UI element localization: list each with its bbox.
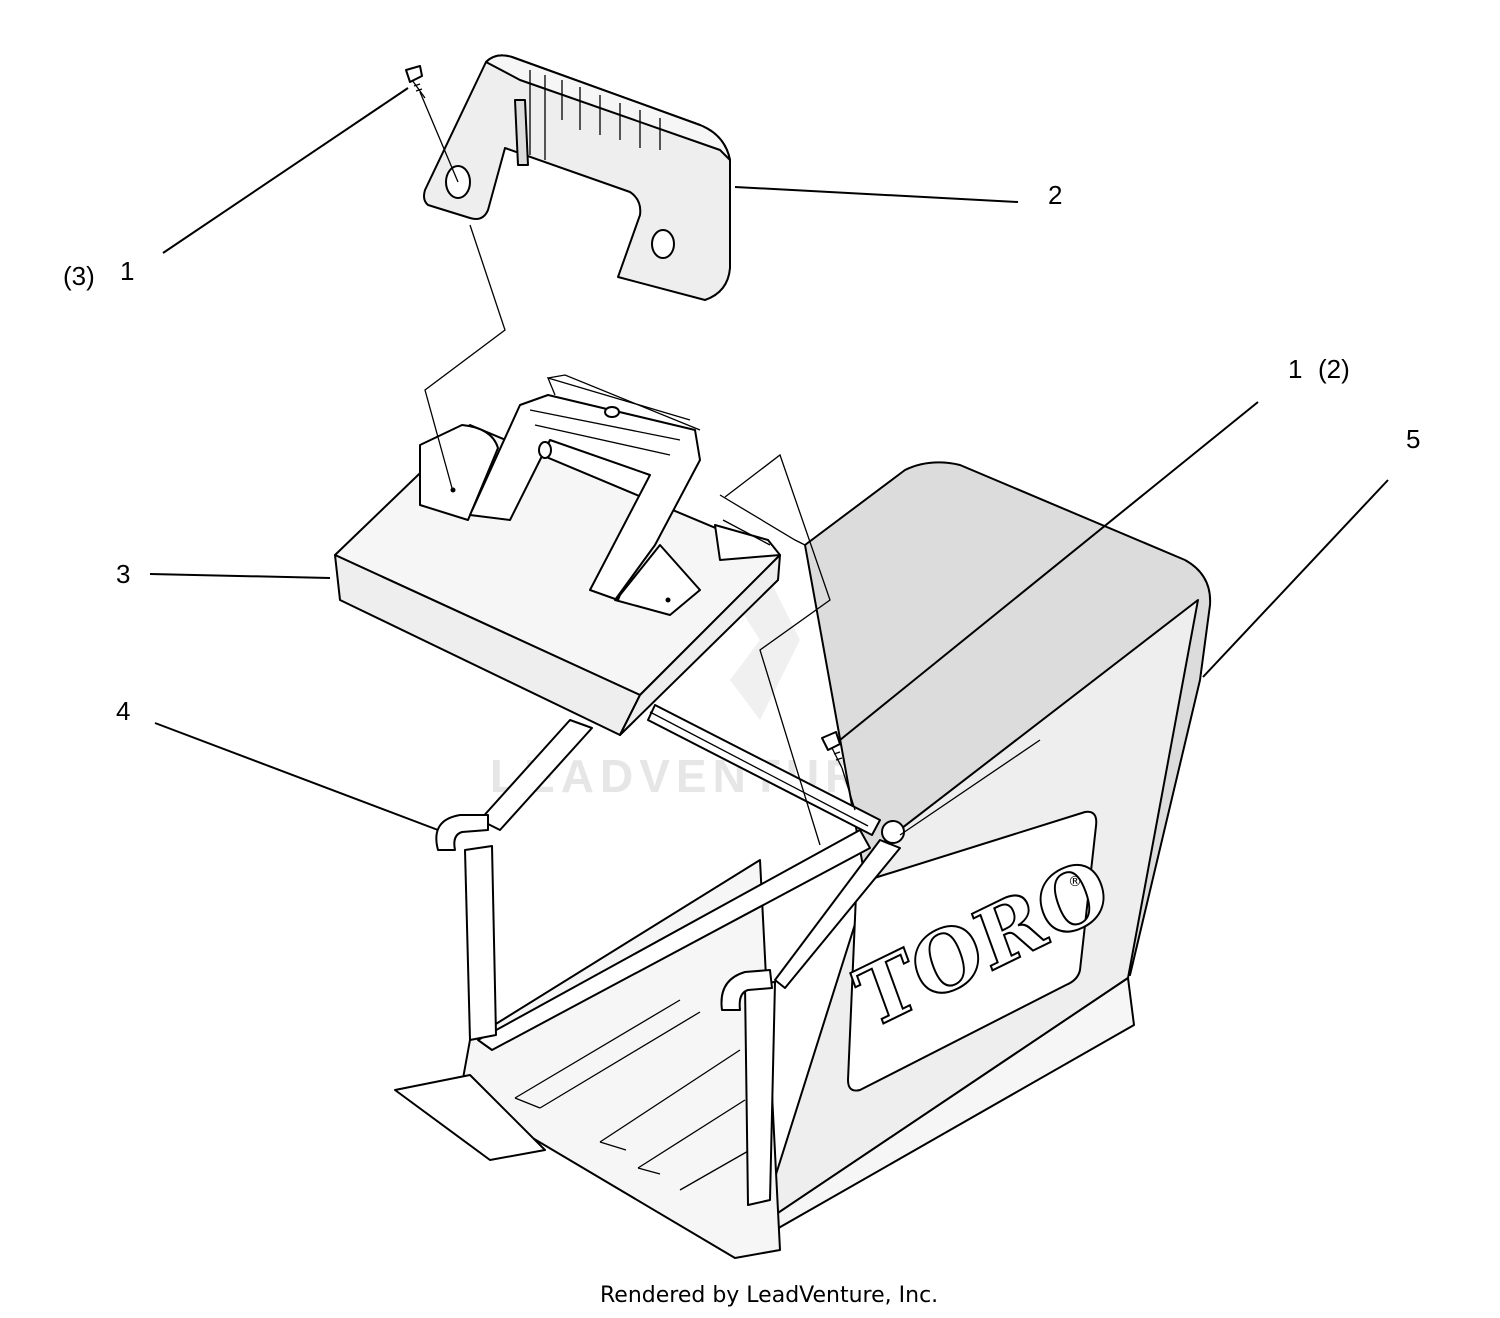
screw-right xyxy=(821,731,856,811)
registered-mark: ® xyxy=(1068,874,1082,890)
screw-left xyxy=(405,65,459,183)
callout-top-frame: 3 xyxy=(116,559,130,589)
bag-frame xyxy=(394,704,1041,1259)
top-frame xyxy=(334,374,781,736)
callout-screw-left-ref: 1 xyxy=(120,256,134,286)
leader-lines xyxy=(149,87,1389,831)
callout-labels: (3) 1 2 1 (2) 5 3 4 xyxy=(63,180,1420,726)
callout-handle-grip: 2 xyxy=(1048,180,1062,210)
footer-credit: Rendered by LeadVenture, Inc. xyxy=(600,1283,938,1308)
callout-screw-right-qty: (2) xyxy=(1318,354,1350,384)
callout-frame-rod: 4 xyxy=(116,696,130,726)
rod-hook-right xyxy=(720,969,773,1011)
callout-screw-right-ref: 1 xyxy=(1288,354,1302,384)
callout-grass-bag: 5 xyxy=(1406,424,1420,454)
handle-grip xyxy=(423,54,731,301)
callout-screw-left-qty: (3) xyxy=(63,261,95,291)
assembly-guide-lines xyxy=(424,224,831,846)
rod-hook-left xyxy=(435,814,489,851)
grass-bag: TORO ® xyxy=(739,461,1212,1251)
